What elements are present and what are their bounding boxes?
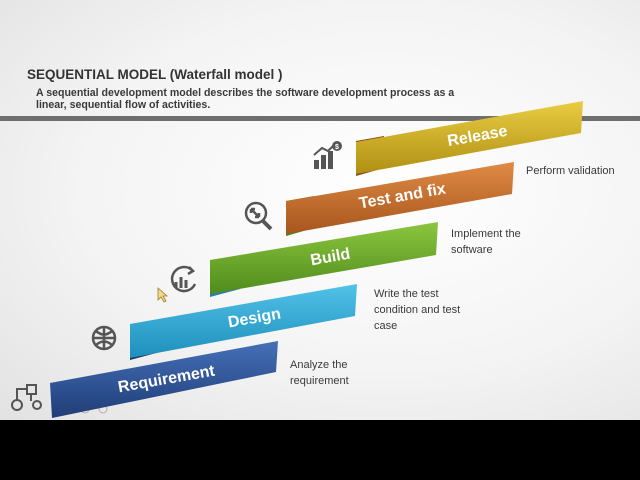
mouse-cursor-icon	[157, 287, 169, 303]
band-design	[130, 284, 357, 358]
slide-subtitle: A sequential development model describes…	[36, 87, 455, 111]
band-requirement	[50, 341, 278, 418]
band-release	[356, 101, 583, 174]
header-divider	[0, 116, 640, 121]
stage-label-build: Build	[309, 246, 351, 270]
waterfall-diagram: Requirement Design Build Test and fix Re…	[11, 101, 583, 418]
band-build	[210, 222, 438, 294]
letterbox-bar	[0, 420, 640, 480]
bar-chart-dollar-icon: $	[313, 141, 342, 169]
band-test-and-fix	[286, 162, 514, 234]
workflow-icon	[11, 384, 42, 411]
note-design: Write the test condition and test case	[374, 288, 461, 332]
svg-text:$: $	[335, 144, 339, 151]
globe-network-icon	[91, 325, 117, 351]
video-controls	[62, 404, 108, 414]
note-build: Implement the software	[451, 228, 521, 256]
chart-refresh-icon	[170, 265, 197, 293]
note-requirement: Analyze the requirement	[290, 359, 349, 387]
magnify-arrows-icon	[244, 201, 273, 231]
slide-title: SEQUENTIAL MODEL (Waterfall model )	[27, 67, 283, 82]
slide: SEQUENTIAL MODEL (Waterfall model ) A se…	[0, 0, 640, 420]
note-test-and-fix: Perform validation	[526, 165, 615, 177]
